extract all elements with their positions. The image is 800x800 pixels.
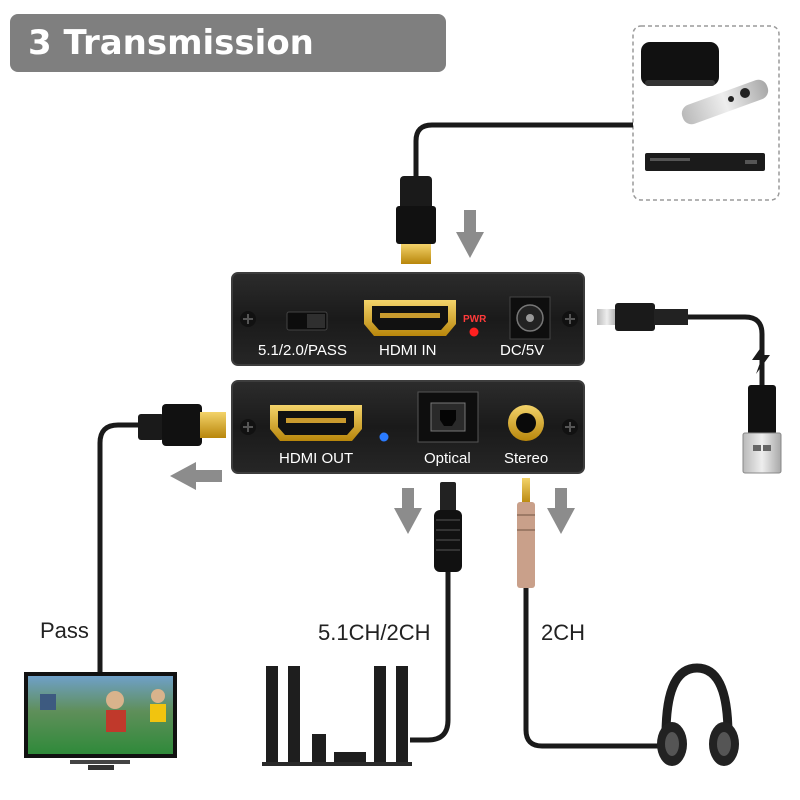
optical-cable	[410, 482, 462, 743]
power-lightning-icon	[752, 343, 770, 374]
pwr-led	[469, 327, 479, 337]
stereo-cable	[517, 478, 660, 749]
hdmi-out-label: HDMI OUT	[279, 450, 354, 467]
stereo-caption: 2CH	[541, 620, 586, 645]
stereo-arrow-icon	[547, 488, 575, 534]
source-devices-box	[632, 25, 780, 201]
optical-port	[417, 391, 479, 443]
pwr-label: PWR	[463, 314, 487, 325]
pass-caption: Pass	[40, 618, 89, 643]
hdmi-out-port	[270, 405, 362, 441]
screw-icon	[240, 311, 256, 327]
pass-arrow-icon	[170, 462, 222, 490]
mode-switch[interactable]	[286, 311, 328, 331]
screw-icon	[562, 311, 578, 327]
converter-top-unit	[231, 272, 585, 366]
headphones-icon	[657, 663, 739, 766]
media-box-icon	[641, 42, 719, 86]
status-led	[379, 432, 389, 442]
screw-icon	[240, 419, 256, 435]
page-title: 3 Transmission Modes	[10, 14, 446, 121]
converter-bottom-unit	[231, 380, 585, 474]
stereo-label: Stereo	[504, 450, 549, 467]
hdmi-input-cable	[396, 122, 633, 264]
optical-arrow-icon	[394, 488, 422, 534]
dc-label: DC/5V	[500, 342, 545, 359]
screw-icon	[562, 419, 578, 435]
stereo-jack-port	[508, 405, 544, 441]
surround-caption: 5.1CH/2CH	[318, 620, 431, 645]
dvd-player-icon	[645, 153, 765, 171]
optical-label: Optical	[424, 450, 471, 467]
tv-icon	[24, 672, 177, 770]
hdmi-in-label: HDMI IN	[379, 342, 437, 359]
power-cable	[597, 303, 782, 474]
hdmi-output-cable	[97, 404, 226, 672]
remote-control-icon	[681, 79, 769, 125]
input-arrow-icon	[456, 210, 484, 258]
dc-power-port	[509, 296, 551, 340]
hdmi-in-port	[364, 300, 456, 336]
speaker-system-icon	[262, 666, 412, 766]
switch-label: 5.1/2.0/PASS	[258, 342, 347, 359]
